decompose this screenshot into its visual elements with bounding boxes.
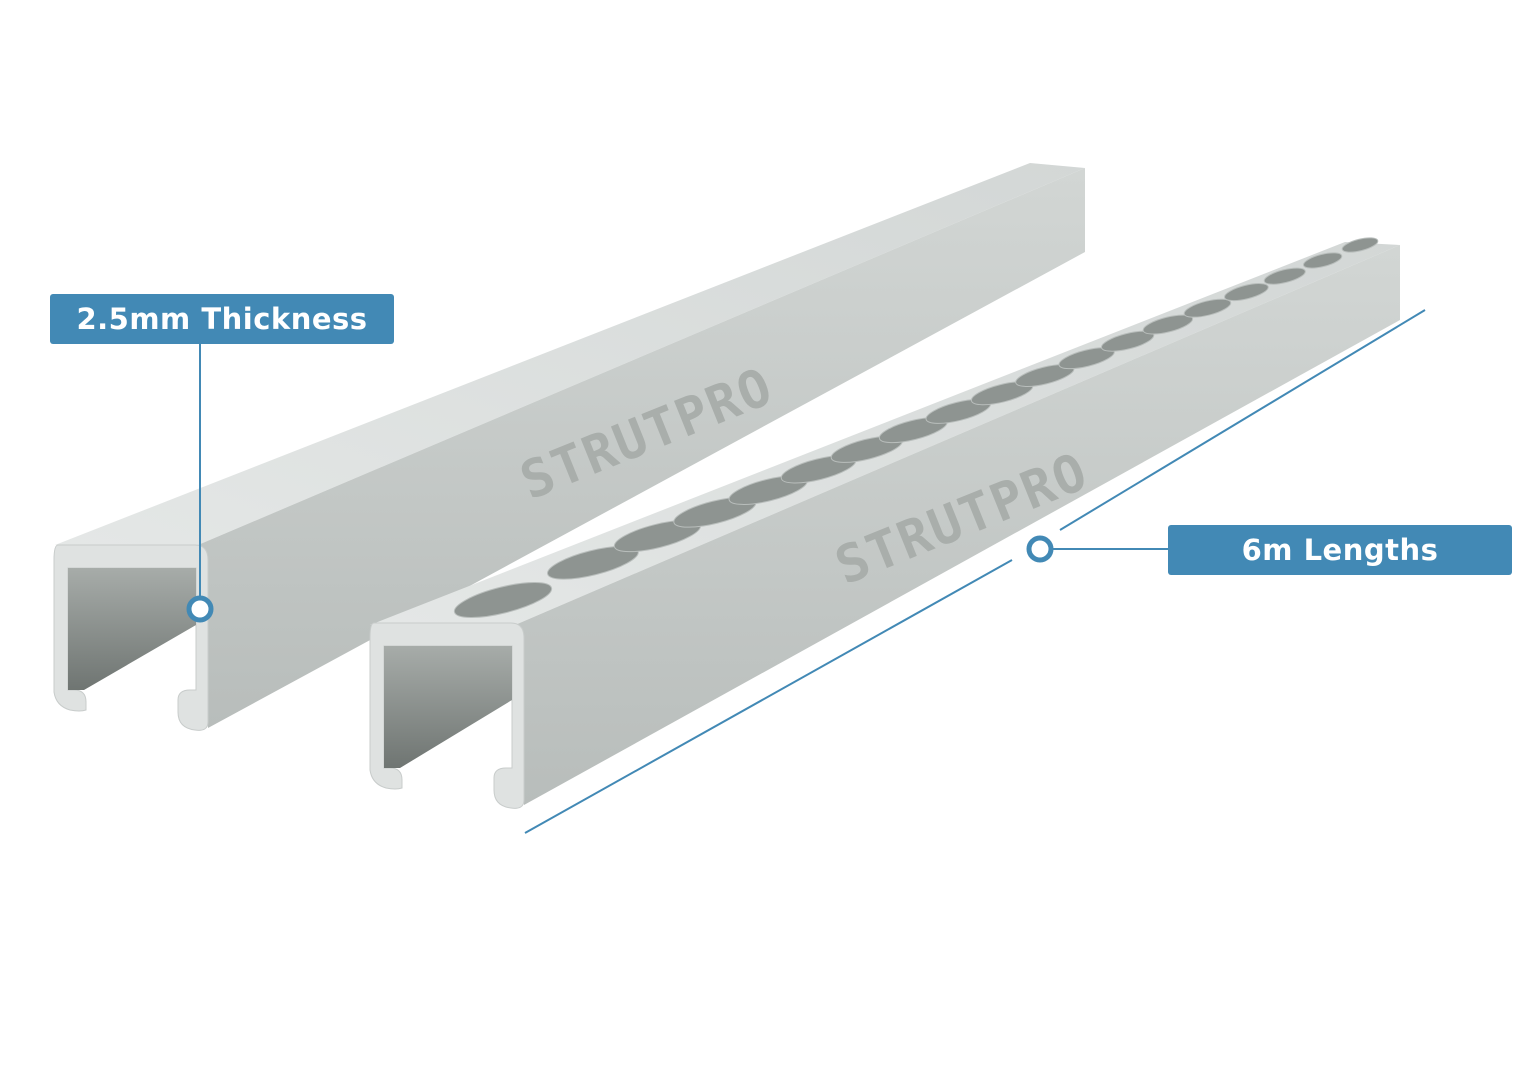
slot-hole	[1183, 298, 1232, 318]
thickness-marker-dot	[186, 595, 214, 623]
slot-hole	[1142, 314, 1194, 335]
slot-hole	[1100, 330, 1155, 352]
length-callout: 6m Lengths	[1168, 525, 1512, 575]
slot-hole	[453, 582, 553, 618]
slot-hole	[1302, 252, 1343, 269]
length-dimension-line	[524, 559, 1013, 834]
slotted-holes	[453, 237, 1379, 618]
thickness-callout: 2.5mm Thickness	[50, 294, 394, 344]
plain-strut-channel: STRUTPRO	[53, 163, 1085, 731]
slotted-strut-channel: STRUTPRO	[369, 237, 1400, 809]
slot-hole	[1263, 267, 1306, 285]
length-dimension-line	[1059, 309, 1426, 531]
slot-hole	[1341, 237, 1379, 253]
slot-hole	[1223, 283, 1269, 302]
length-marker-dot	[1026, 535, 1054, 563]
